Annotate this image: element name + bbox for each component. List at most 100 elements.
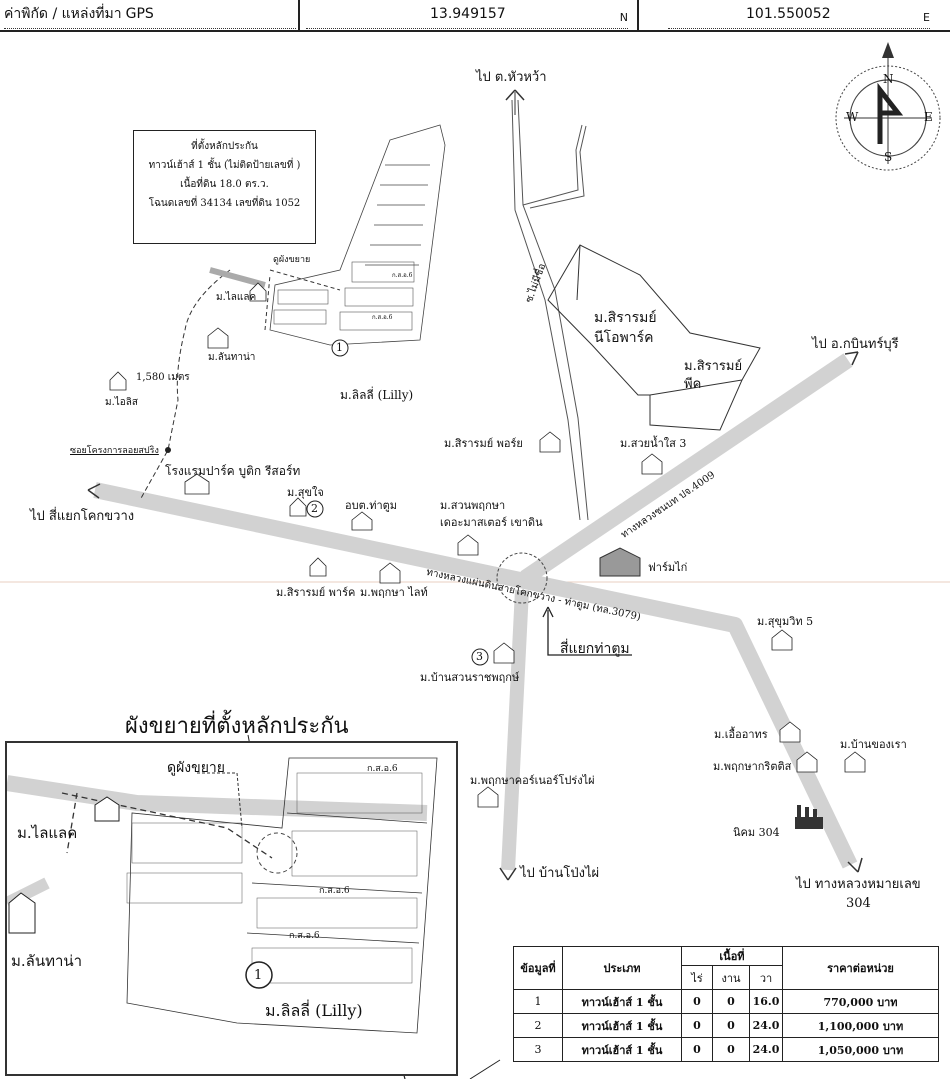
cell-no: 1 bbox=[513, 989, 563, 1014]
place-sirarom-peak: ม.สิรารมย์ พีค bbox=[684, 359, 743, 392]
coord-source: GPS bbox=[125, 6, 154, 22]
info-line-4: โฉนดเลขที่ 34134 เลขที่ดิน 1052 bbox=[148, 198, 301, 209]
place-suaynamsai: ม.สวยน้ำใส 3 bbox=[620, 437, 687, 450]
junction-label: สี่แยกท่าตูม bbox=[560, 641, 630, 657]
info-line-3: เนื้อที่ดิน 18.0 ตร.ว. bbox=[180, 179, 269, 190]
zoom-inset: ดูผังขยาย ม.ไลแลค ม.ลันทาน่า ม.ลิลลี่ (L… bbox=[5, 741, 458, 1076]
longitude-value: 101.550052 bbox=[746, 6, 831, 22]
header-divider bbox=[298, 0, 300, 30]
place-lilac: ม.ไลแลค bbox=[216, 292, 257, 303]
place-lanthana: ม.ลันทาน่า bbox=[208, 352, 256, 363]
cell-price: 1,100,000 บาท bbox=[782, 1013, 939, 1038]
place-pruksa-krittika: ม.พฤกษากริตติส bbox=[713, 760, 792, 773]
dir-southeast-number: 304 bbox=[846, 896, 871, 911]
col-area: เนื้อที่ bbox=[681, 946, 783, 966]
table-row: 1 ทาวน์เฮ้าส์ 1 ชั้น 0 0 16.0 770,000 บา… bbox=[513, 989, 939, 1014]
place-sukhumvit: ม.สุขุมวิท 5 bbox=[757, 615, 814, 628]
place-bansuan: ม.บ้านสวนราชพฤกษ์ bbox=[420, 671, 520, 684]
inset-lily: ม.ลิลลี่ (Lilly) bbox=[265, 1001, 363, 1020]
cell-no: 2 bbox=[513, 1013, 563, 1038]
place-suanpruksa-2: เดอะมาสเตอร์ เขาดิน bbox=[440, 516, 543, 529]
cell-price: 1,050,000 บาท bbox=[782, 1037, 939, 1062]
zoom-label: ดูผังขยาย bbox=[273, 255, 311, 265]
latitude-unit: N bbox=[619, 11, 628, 24]
col-price: ราคาต่อหน่วย bbox=[782, 946, 939, 990]
place-sukjai: ม.สุขใจ bbox=[287, 486, 324, 499]
price-table: ข้อมูลที่ ประเภท เนื้อที่ ราคาต่อหน่วย ไ… bbox=[513, 946, 939, 1062]
street-code-1: ก.ส.อ.6 bbox=[392, 272, 413, 279]
col-rai: ไร่ bbox=[681, 965, 713, 990]
compass-n: N bbox=[883, 72, 894, 86]
inset-marker-1: 1 bbox=[254, 968, 263, 983]
cell-type: ทาวน์เฮ้าส์ 1 ชั้น bbox=[562, 1037, 682, 1062]
subdivision-grid bbox=[269, 124, 446, 346]
place-sirarom-place: ม.สิรารมย์ พอร์ย bbox=[444, 437, 523, 450]
inset-title: ผังขยายที่ตั้งหลักประกัน bbox=[125, 714, 349, 739]
inset-street-code-3: ก.ส.อ.6 bbox=[289, 931, 320, 941]
place-euaathon: ม.เอื้ออาทร bbox=[714, 728, 768, 741]
marker-2: 2 bbox=[311, 502, 318, 515]
junction-circle bbox=[496, 552, 548, 604]
road-south bbox=[501, 589, 529, 871]
cell-no: 3 bbox=[513, 1037, 563, 1062]
place-lily: ม.ลิลลี่ (Lilly) bbox=[340, 388, 414, 402]
cell-ngan: 0 bbox=[712, 1037, 750, 1062]
place-lylis: ม.ไอลิส bbox=[105, 397, 139, 408]
marker-1: 1 bbox=[336, 341, 343, 354]
cell-type: ทาวน์เฮ้าส์ 1 ชั้น bbox=[562, 1013, 682, 1038]
header-rule bbox=[0, 30, 950, 32]
marker-3: 3 bbox=[476, 650, 483, 663]
highway-3079 bbox=[93, 482, 858, 869]
highway-4009 bbox=[520, 353, 853, 585]
col-type: ประเภท bbox=[562, 946, 682, 990]
col-wa: วา bbox=[749, 965, 783, 990]
place-neo-park: ม.สิรารมย์ นีโอพาร์ค bbox=[594, 310, 657, 346]
distance-label: 1,580 เมตร bbox=[136, 372, 190, 383]
place-obt: อบต.ท่าตูม bbox=[345, 499, 398, 512]
place-suanpruksa: ม.สวนพฤกษา bbox=[440, 499, 506, 512]
dir-west: ไป สี่แยกโคกขวาง bbox=[30, 509, 135, 524]
cell-price: 770,000 บาท bbox=[782, 989, 939, 1014]
house-icons bbox=[109, 282, 866, 808]
latitude-value: 13.949157 bbox=[430, 6, 506, 22]
compass-w: W bbox=[846, 110, 859, 124]
street-code-2: ก.ส.อ.6 bbox=[372, 314, 393, 321]
compass-rose bbox=[835, 42, 941, 171]
cell-ngan: 0 bbox=[712, 989, 750, 1014]
cell-rai: 0 bbox=[681, 1037, 713, 1062]
inset-zoom-label: ดูผังขยาย bbox=[167, 760, 225, 776]
place-bankhongrao: ม.บ้านของเรา bbox=[840, 738, 907, 751]
header-divider bbox=[637, 0, 639, 30]
info-line-1: ที่ตั้งหลักประกัน bbox=[191, 141, 258, 152]
info-line-2: ทาวน์เฮ้าส์ 1 ชั้น (ไม่ติดป้ายเลขที่ ) bbox=[148, 160, 301, 171]
cell-wa: 24.0 bbox=[749, 1037, 783, 1062]
marker-label: ซอยโครงการลอยสปริง bbox=[70, 446, 159, 456]
cell-type: ทาวน์เฮ้าส์ 1 ชั้น bbox=[562, 989, 682, 1014]
collateral-info-box: ที่ตั้งหลักประกัน ทาวน์เฮ้าส์ 1 ชั้น (ไม… bbox=[133, 130, 316, 244]
longitude-cell: 101.550052 E bbox=[668, 0, 930, 29]
farm-icon bbox=[599, 547, 641, 577]
inset-street-code-1: ก.ส.อ.6 bbox=[367, 764, 398, 774]
inset-lanthana: ม.ลันทาน่า bbox=[11, 952, 83, 970]
place-sirarom-park: ม.สิรารมย์ พาร์ค bbox=[276, 586, 356, 599]
cell-ngan: 0 bbox=[712, 1013, 750, 1038]
table-row: 3 ทาวน์เฮ้าส์ 1 ชั้น 0 0 24.0 1,050,000 … bbox=[513, 1037, 939, 1062]
dir-southeast: ไป ทางหลวงหมายเลข bbox=[796, 877, 921, 892]
factory-icon bbox=[795, 805, 823, 829]
place-pruksa-corner: ม.พฤกษาคอร์เนอร์โปร่งไผ่ bbox=[470, 774, 595, 787]
compass-e: E bbox=[924, 110, 933, 124]
dir-north: ไป ต.หัวหว้า bbox=[476, 70, 547, 85]
compass-s: S bbox=[884, 150, 893, 164]
inset-street-code-2: ก.ส.อ.6 bbox=[319, 886, 350, 896]
cell-wa: 24.0 bbox=[749, 1013, 783, 1038]
inset-drawing bbox=[7, 757, 438, 1034]
cell-wa: 16.0 bbox=[749, 989, 783, 1014]
inset-lilac: ม.ไลแลค bbox=[17, 824, 78, 842]
place-farm: ฟาร์มไก่ bbox=[648, 561, 688, 574]
dir-northeast: ไป อ.กบินทร์บุรี bbox=[812, 337, 899, 352]
dir-south: ไป บ้านโป่งไผ่ bbox=[520, 866, 600, 881]
col-ngan: งาน bbox=[712, 965, 750, 990]
